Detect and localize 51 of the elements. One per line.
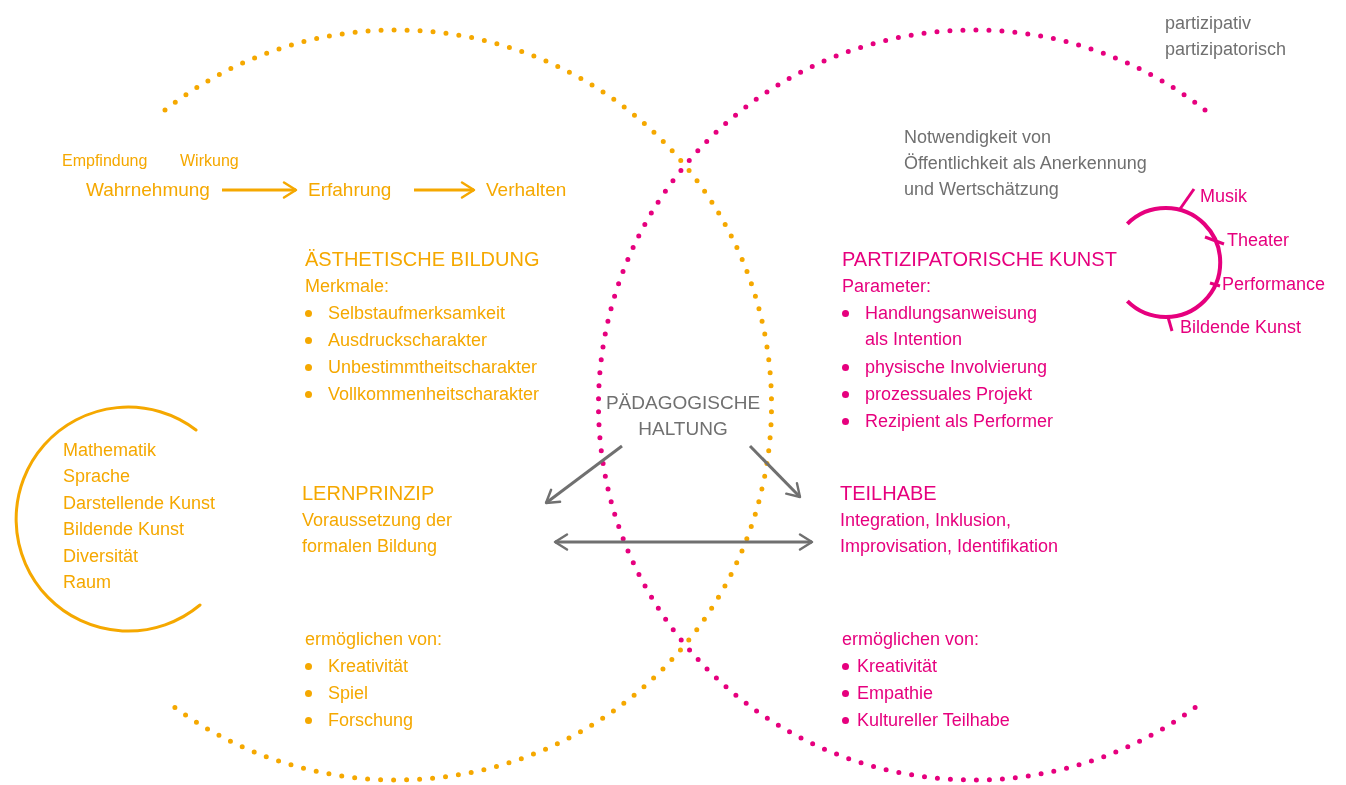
ray-line: [1204, 235, 1225, 246]
term-label: Bildende Kunst: [1180, 314, 1310, 340]
list-item: Unbestimmtheitscharakter: [328, 356, 538, 379]
text-label: Parameter:: [842, 275, 932, 298]
list-item: Empathie: [857, 682, 934, 705]
term-label: Wahrnehmung: [86, 177, 222, 205]
list-item: Selbstaufmerksamkeit: [328, 302, 506, 325]
heading: LERNPRINZIP: [302, 481, 435, 506]
text-label: Bildende Kunst: [63, 518, 185, 541]
list-item: Forschung: [328, 709, 414, 732]
list-item: Vollkommenheitscharakter: [328, 383, 540, 406]
text-label: Empfindung: [62, 151, 148, 171]
text-label: Mathematik: [63, 439, 157, 462]
description: Voraussetzung der formalen Bildung: [302, 509, 454, 558]
text-label: partizipativ: [1165, 12, 1252, 35]
text-label: Merkmale:: [305, 275, 389, 298]
list-item: physische Involvierung: [865, 356, 1048, 379]
list-item: prozessuales Projekt: [865, 383, 1033, 406]
text-label: Notwendigkeit von Öffentlichkeit als Anerkennung und Wertschätzung: [904, 126, 1148, 201]
center-label: PÄDAGOGISCHE HALTUNG: [596, 390, 770, 446]
list-item: Rezipient als Performer: [865, 410, 1054, 433]
text-label: Wirkung: [180, 151, 239, 171]
text-label: ermöglichen von:: [305, 628, 443, 651]
double-arrow: [553, 533, 814, 551]
term-label: Erfahrung: [308, 177, 400, 205]
list-item: Kreativität: [857, 655, 938, 678]
description: Integration, Inklusion, Improvisation, Identifikation: [840, 509, 1060, 558]
arrow: [414, 181, 476, 199]
ray-line: [1166, 316, 1174, 332]
term-label: Musik: [1200, 183, 1260, 209]
list-item: Kultureller Teilhabe: [857, 709, 1010, 732]
term-label: Performance: [1222, 271, 1340, 297]
text-label: Raum: [63, 571, 111, 594]
ray-line: [1209, 281, 1221, 288]
list-item: Kreativität: [328, 655, 409, 678]
arrow: [222, 181, 298, 199]
term-label: Theater: [1227, 227, 1299, 253]
section-heading: PARTIZIPATORISCHE KUNST: [842, 247, 1117, 272]
section-heading: ÄSTHETISCHE BILDUNG: [305, 247, 540, 272]
ray-line: [1178, 188, 1196, 210]
term-label: Verhalten: [486, 177, 578, 205]
list-item: Ausdruckscharakter: [328, 329, 488, 352]
list-item: Spiel: [328, 682, 369, 705]
arrow: [748, 444, 802, 499]
text-label: Diversität: [63, 545, 138, 568]
heading: TEILHABE: [840, 481, 937, 506]
text-label: partizipatorisch: [1165, 38, 1287, 61]
arrow: [544, 444, 623, 505]
text-label: Sprache: [63, 465, 131, 488]
text-label: ermöglichen von:: [842, 628, 980, 651]
text-label: Darstellende Kunst: [63, 492, 216, 515]
